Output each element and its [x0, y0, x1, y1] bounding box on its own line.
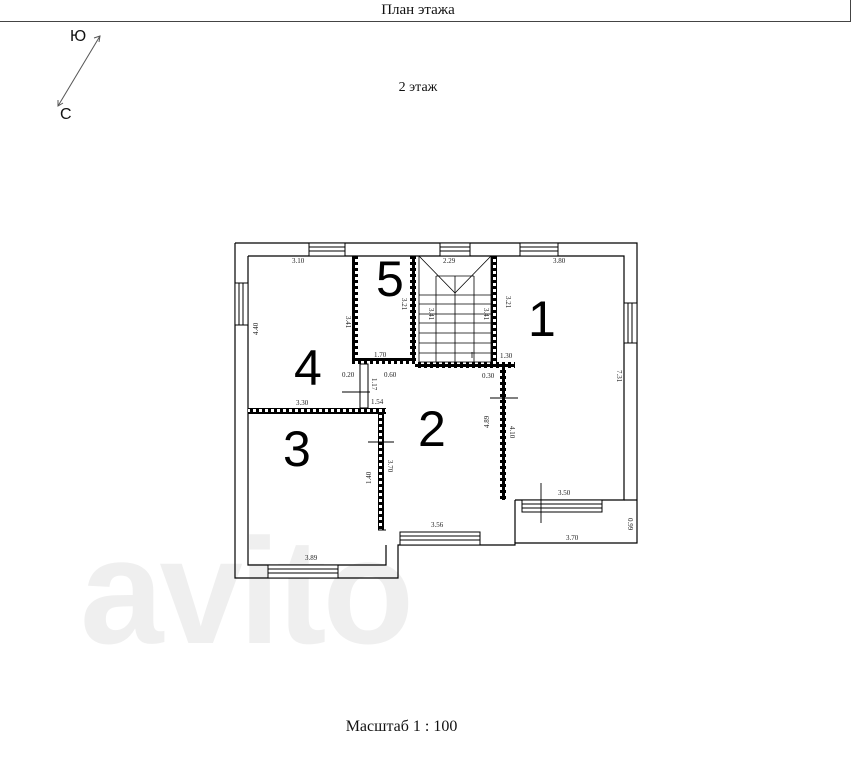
svg-text:3.10: 3.10: [292, 257, 305, 265]
svg-text:1.54: 1.54: [371, 398, 384, 406]
partitions: [248, 256, 515, 531]
door-markers: [342, 391, 542, 523]
svg-text:0.99: 0.99: [626, 518, 634, 531]
svg-text:0.20: 0.20: [342, 371, 355, 379]
watermark: avito: [80, 507, 414, 675]
page-title: План этажа: [381, 2, 455, 18]
floor-label: 2 этаж: [398, 80, 438, 95]
room-number-1: 1: [528, 291, 556, 347]
compass-south-label: С: [60, 106, 72, 123]
svg-text:1.70: 1.70: [374, 351, 387, 359]
scale-label: Масштаб 1 : 100: [345, 718, 458, 735]
compass-arrow-icon: [57, 35, 101, 107]
svg-text:3.56: 3.56: [431, 521, 444, 529]
windows: [234, 242, 638, 579]
compass: Ю С: [48, 26, 108, 126]
room-number-2: 2: [418, 401, 446, 457]
staircase: [418, 255, 492, 363]
svg-text:3.21: 3.21: [400, 298, 408, 311]
svg-text:3.89: 3.89: [305, 554, 318, 562]
svg-text:3.80: 3.80: [553, 257, 566, 265]
svg-text:1.30: 1.30: [500, 352, 513, 360]
room-number-3: 3: [283, 421, 311, 477]
svg-text:3.41: 3.41: [482, 308, 490, 321]
svg-text:4.89: 4.89: [483, 415, 491, 428]
svg-text:3.21: 3.21: [504, 296, 512, 309]
svg-text:3.30: 3.30: [296, 399, 309, 407]
room-number-5: 5: [376, 251, 404, 307]
svg-text:1.40: 1.40: [365, 471, 373, 484]
svg-text:1.17: 1.17: [370, 378, 378, 391]
svg-text:4.40: 4.40: [252, 322, 260, 335]
dimension-labels: 3.10 2.29 3.80 4.40 3.41 3.21 3.41 3.41 …: [252, 257, 634, 562]
svg-text:3.70: 3.70: [386, 460, 394, 473]
room-number-4: 4: [294, 340, 322, 396]
svg-text:7.31: 7.31: [615, 370, 623, 383]
svg-text:3.70: 3.70: [566, 534, 579, 542]
svg-text:0.30: 0.30: [482, 372, 495, 380]
svg-text:3.41: 3.41: [427, 308, 435, 321]
svg-text:4.10: 4.10: [508, 426, 516, 439]
svg-text:2.29: 2.29: [443, 257, 456, 265]
compass-north-label: Ю: [70, 28, 87, 45]
svg-text:3.50: 3.50: [558, 489, 571, 497]
svg-text:0.60: 0.60: [384, 371, 397, 379]
svg-text:3.41: 3.41: [344, 316, 352, 329]
